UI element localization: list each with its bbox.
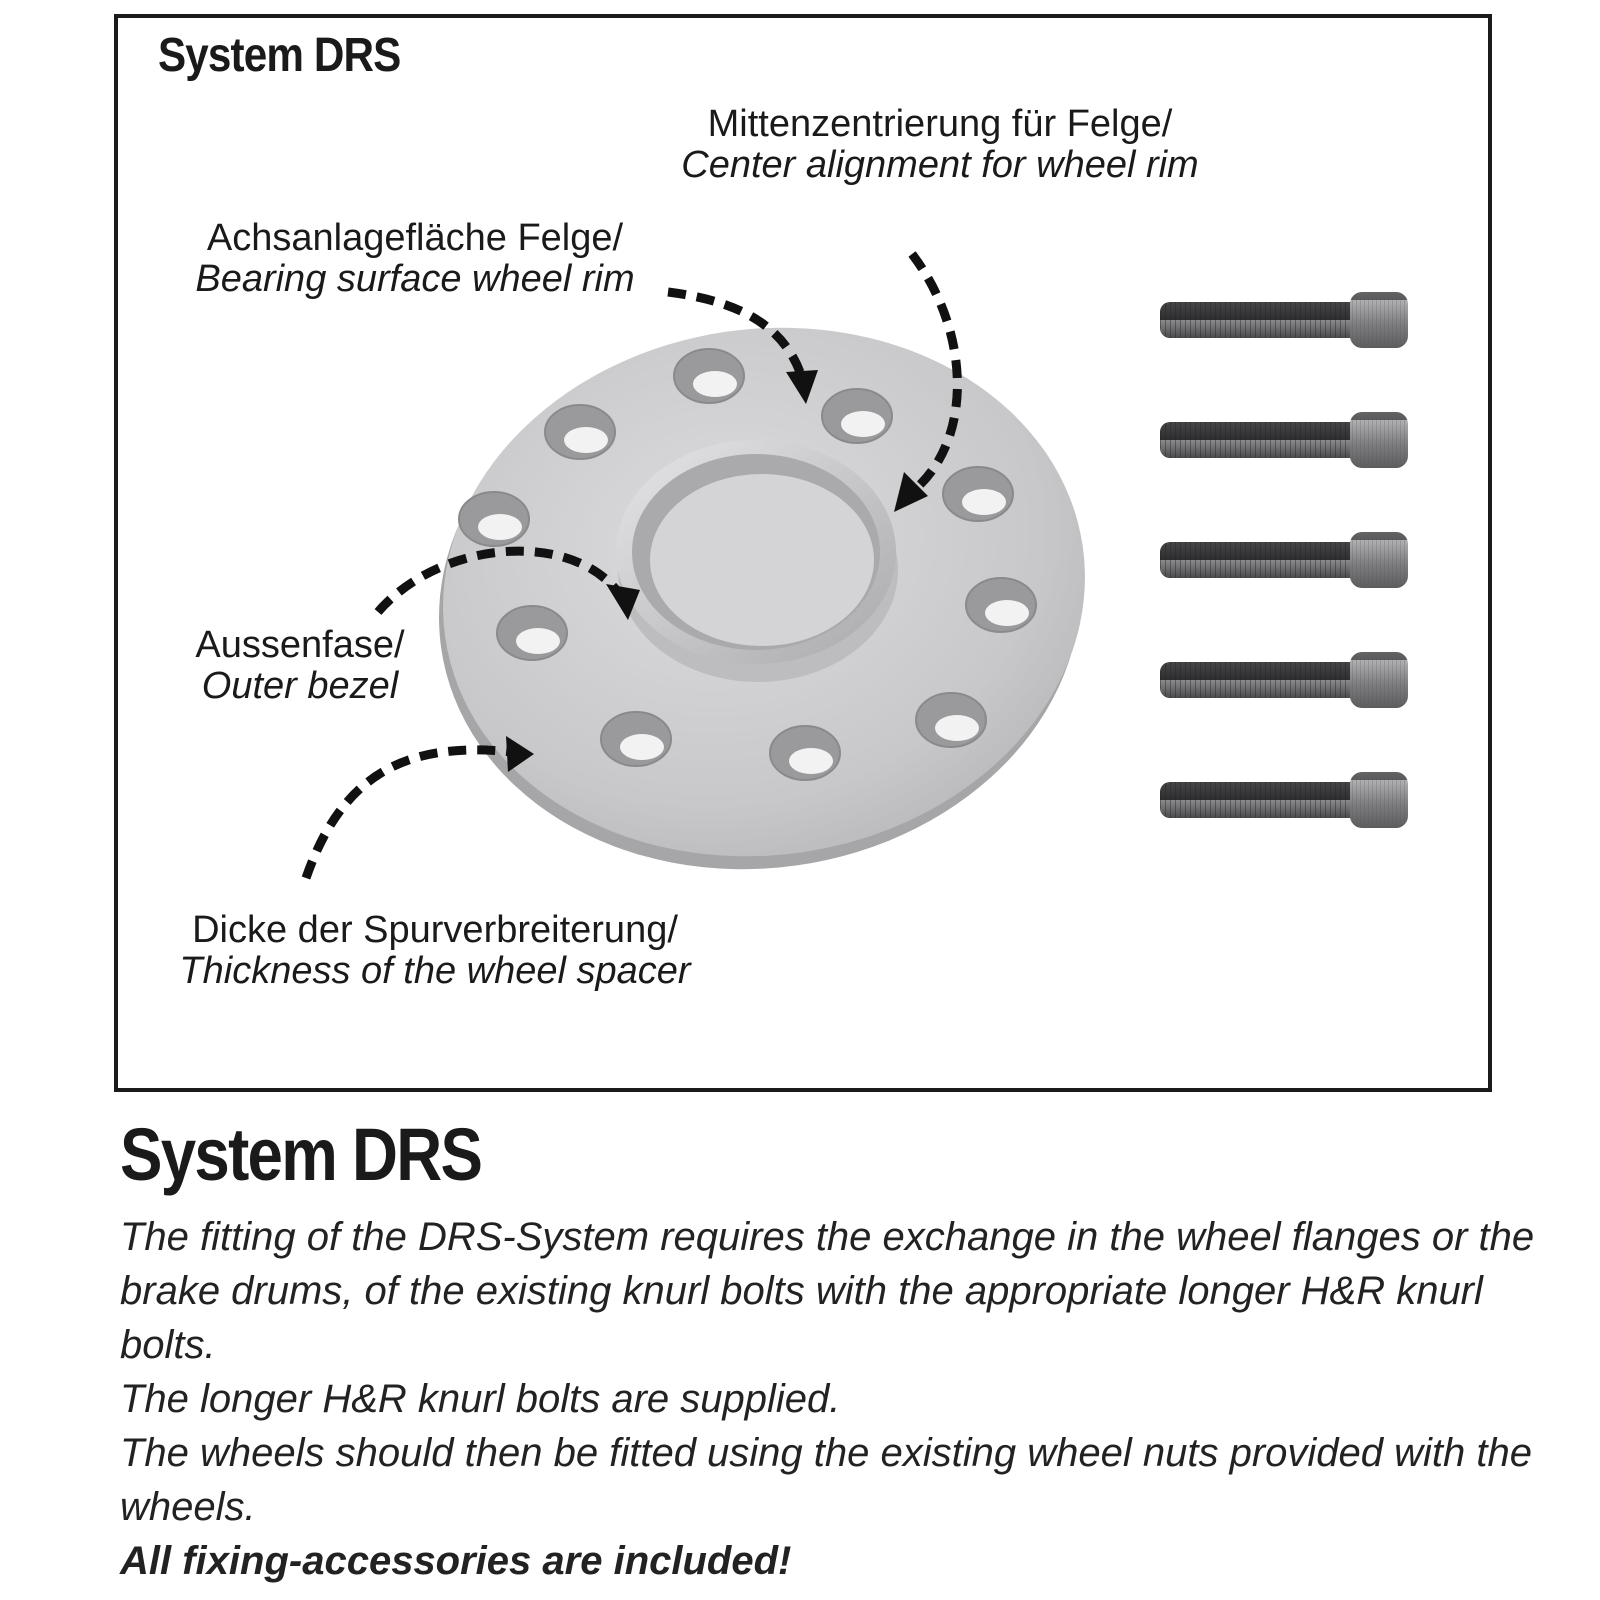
label-center-alignment: Mittenzentrierung für Felge/ Center alig… [681, 103, 1199, 187]
description-text: The fitting of the DRS-System requires t… [120, 1210, 1560, 1588]
section-heading: System DRS [120, 1113, 483, 1196]
label-thickness: Dicke der Spurverbreiterung/ Thickness o… [179, 909, 691, 993]
frame-title: System DRS [158, 29, 401, 82]
paragraph: The longer H&R knurl bolts are supplied. [120, 1377, 841, 1421]
wheel-spacer-icon [439, 327, 1085, 870]
knurl-bolt-icon [1160, 292, 1408, 828]
label-outer-bezel: Aussenfase/ Outer bezel [195, 624, 405, 708]
paragraph: The wheels should then be fitted using t… [120, 1431, 1532, 1529]
dashed-arrow-icon [301, 251, 962, 880]
arrow-heads [506, 370, 928, 772]
spacer-diagram [301, 251, 1408, 880]
diagram-frame: System DRS [114, 14, 1492, 1092]
emphasis-note: All fixing-accessories are included! [120, 1539, 792, 1583]
paragraph: The fitting of the DRS-System requires t… [120, 1215, 1535, 1367]
label-bearing-surface: Achsanlagefläche Felge/ Bearing surface … [195, 217, 635, 301]
